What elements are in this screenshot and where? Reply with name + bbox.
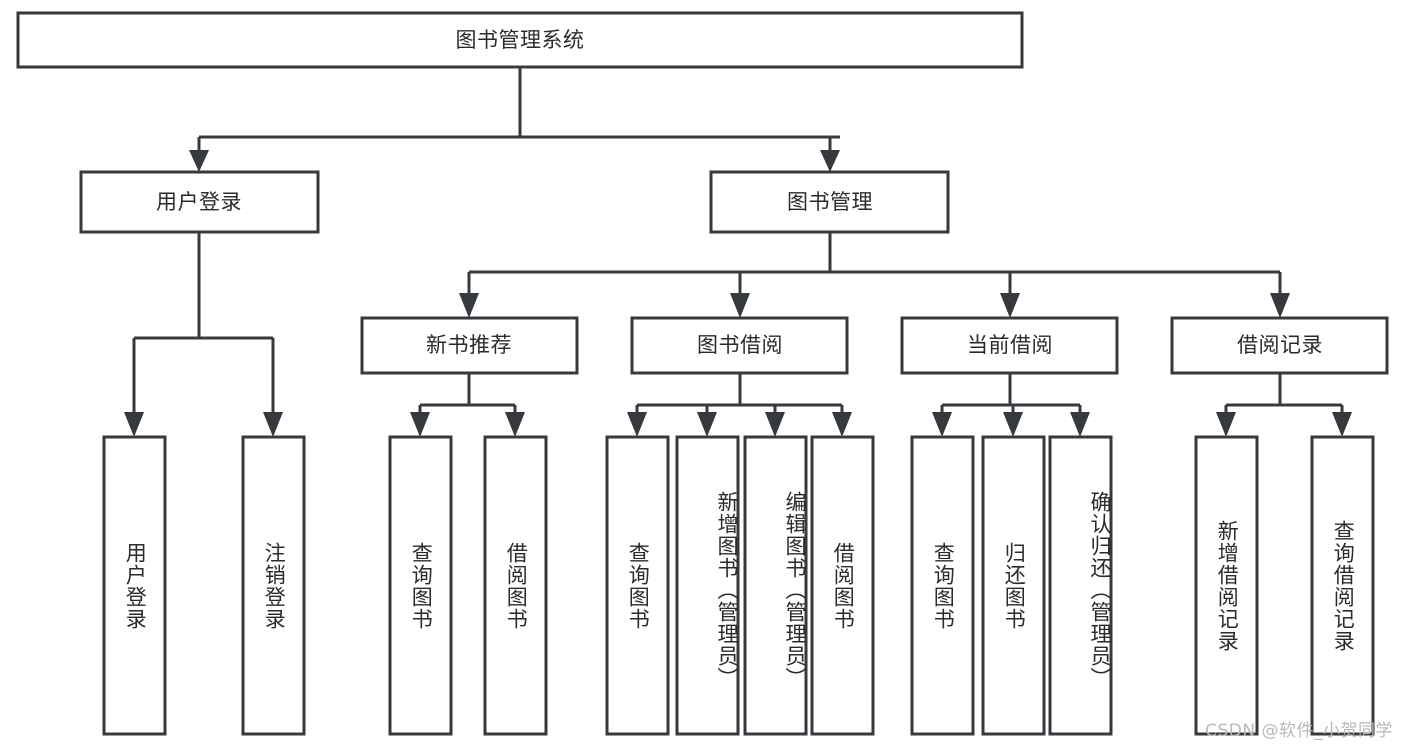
node-new-book-recommend-label: 新书推荐 [426,333,512,357]
arrowhead-cb-leaf-3 [1070,412,1090,437]
node-current-borrow-box[interactable] [900,316,1119,375]
arrowhead-br-leaf-1 [1216,412,1236,437]
arrowhead-new-book [459,293,479,318]
leaf-box-bb-borrow-book[interactable] [810,435,875,736]
arrowhead-bb-leaf-3 [765,412,785,437]
node-borrow-record-label: 借阅记录 [1237,333,1323,357]
node-user-login-label: 用户登录 [156,190,242,214]
node-user-login-box[interactable] [79,170,320,234]
node-book-borrow-label: 图书借阅 [697,333,783,357]
arrowhead-bb-leaf-4 [832,412,852,437]
leaf-box-nb-borrow-book[interactable] [483,435,548,736]
arrowhead-nb-leaf-2 [505,412,525,437]
node-user-login[interactable]: 用户登录 [79,170,320,234]
leaf-box-nb-query-book[interactable] [388,435,453,736]
watermark-text: CSDN @软件_小贺同学 [1205,721,1393,741]
node-current-borrow-label: 当前借阅 [967,333,1053,357]
leaf-box-cb-confirm-return[interactable] [1048,435,1113,736]
arrowhead-leaf-logout [263,412,283,437]
arrowhead-bb-leaf-1 [627,412,647,437]
leaf-box-logout[interactable] [241,435,306,736]
arrowhead-book-borrow [730,293,750,318]
leaf-box-user-login[interactable] [102,435,167,736]
node-root-label: 图书管理系统 [456,28,585,52]
node-book-borrow-box[interactable] [630,316,849,375]
node-book-manage-label: 图书管理 [787,190,873,214]
node-root-box[interactable] [16,11,1024,69]
leaf-box-bb-edit-book[interactable] [743,435,808,736]
arrowhead-user-login [189,150,209,172]
leaf-box-cb-query-book[interactable] [910,435,975,736]
node-root[interactable]: 图书管理系统 [16,11,1024,69]
arrowhead-br-leaf-2 [1332,412,1352,437]
arrowhead-bb-leaf-2 [697,412,717,437]
arrowhead-cb-leaf-1 [932,412,952,437]
node-book-manage-box[interactable] [709,170,950,234]
arrowhead-current-borrow [1000,293,1020,318]
node-borrow-record[interactable]: 借阅记录 [1170,316,1389,375]
arrowhead-borrow-record [1270,293,1290,318]
leaf-box-br-query-record[interactable] [1310,435,1375,736]
node-book-manage[interactable]: 图书管理 [709,170,950,234]
node-new-book-recommend[interactable]: 新书推荐 [360,316,579,375]
arrowhead-leaf-user-login [124,412,144,437]
node-current-borrow[interactable]: 当前借阅 [900,316,1119,375]
leaf-box-br-add-record[interactable] [1194,435,1259,736]
connectors [124,67,1352,437]
node-new-book-recommend-box[interactable] [360,316,579,375]
arrowhead-nb-leaf-1 [410,412,430,437]
arrowhead-cb-leaf-2 [1003,412,1023,437]
leaf-box-bb-add-book[interactable] [675,435,740,736]
node-borrow-record-box[interactable] [1170,316,1389,375]
leaf-box-bb-query-book[interactable] [605,435,670,736]
node-book-borrow[interactable]: 图书借阅 [630,316,849,375]
arrowhead-book-manage [820,150,840,172]
leaf-boxes [102,435,1375,736]
leaf-box-cb-return-book[interactable] [981,435,1046,736]
